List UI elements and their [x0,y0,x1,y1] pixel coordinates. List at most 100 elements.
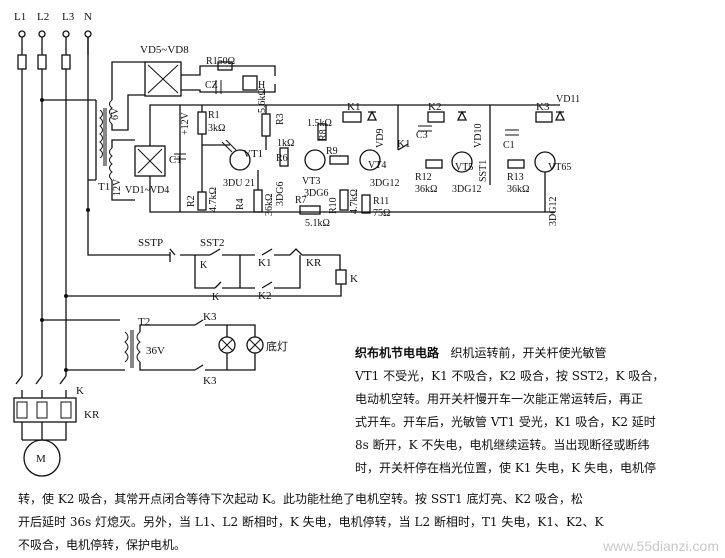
label-r4: R4 [235,198,246,210]
resistor-r12 [425,159,443,169]
label-h: H [258,80,265,91]
resistor-r6 [279,147,289,167]
resistor-150 [217,61,233,71]
label-r2-value: 4.7kΩ [208,187,219,212]
label-c3: C3 [416,130,428,141]
label-r7: R7 [295,195,307,206]
relay-coil-k2 [427,111,445,123]
label-r6: R6 [276,153,288,164]
label-k3: K3 [536,101,550,113]
label-vd9: VD9 [375,129,386,148]
label-vd1-vd4: VD1~VD4 [125,185,169,196]
label-r12: R12 [415,172,432,183]
description-line-3: 电动机空转。用开关杆慢开车一次能正常运转后，再正 [355,392,644,406]
resistor-r8 [317,123,327,141]
label-n: N [84,11,92,23]
label-r8: R8 [318,129,329,141]
resistor-r1 [197,111,207,135]
label-r11-value: 75Ω [373,208,390,219]
resistor-r4 [253,189,263,213]
lamp-circuit: T2 36V K3 底灯 K3 [40,311,288,387]
label-k2: K2 [428,101,441,113]
label-r7-value: 5.1kΩ [305,218,330,229]
label-r10: R10 [328,197,339,214]
label-r13: R13 [507,172,524,183]
label-12v: 12V [112,178,123,196]
label-r8-value: 1.5kΩ [307,118,332,129]
transistor-vt3 [304,149,326,171]
label-motor: M [36,453,46,465]
resistor-r3 [261,113,271,137]
fuse-l2 [37,54,47,70]
label-r10-value: 4.7kΩ [349,189,360,214]
label-l2: L2 [37,11,49,23]
watermark: www.55dianzi.com [603,538,719,554]
label-kr-contact: KR [306,257,322,269]
description-line-2: VT1 不受光，K1 不吸合，K2 吸合，按 SST2，K 吸合， [355,369,665,383]
label-k1: K1 [347,101,360,113]
label-3du21: 3DU 21 [223,178,255,189]
motor [23,439,61,477]
bridge-vd5-vd8 [144,61,182,97]
label-r1-value: 3kΩ [208,123,225,134]
label-t1: T1 [98,181,110,193]
description-line-7: 转，使 K2 吸合，其常开点闭合等待下次起动 K。此功能杜绝了电机空转。按 SS… [18,492,583,506]
description-line-6: 时，开关杆停在档光位置，使 K1 失电，K 失电，电机停 [355,461,657,475]
description-line-8: 开后延时 36s 灯熄灭。另外，当 L1、L2 断相时，K 失电，电机停转，当 … [18,515,604,529]
label-cz: CZ [205,80,218,91]
label-c1-b: C1 [503,140,515,151]
power-lines: L1 L2 L3 N [14,11,150,376]
label-kr-main: KR [84,409,100,421]
description-line-4: 式开车。开车后，光敏管 VT1 受光，K1 吸合，K2 延时 [355,415,656,429]
label-r4-value: 36kΩ [264,194,275,216]
description-line-9: 不吸合，电机停转，保护电机。 [18,538,187,552]
control-board: +12V C1 R1 3kΩ R2 4.7kΩ VT1 3DU 21 R4 36… [169,88,580,229]
label-sst1: SST1 [478,160,489,182]
label-k1-contact: K1 [397,138,410,150]
resistor-r13 [507,159,525,169]
label-36v: 36V [146,345,165,357]
label-r9: R9 [326,146,338,157]
label-3dg12-b: 3DG12 [452,184,481,195]
label-k-main: K [76,385,84,397]
label-r13-value: 36kΩ [507,184,529,195]
label-vt5: VT5 [455,162,473,173]
label-3dg12-c: 3DG12 [548,197,559,226]
resistor-r10 [339,189,349,211]
label-r2: R2 [186,195,197,207]
fuse-l1 [17,54,27,70]
phototransistor-vt1 [229,149,251,171]
label-r3-value: 5.6kΩ [257,88,268,113]
label-vt3: VT3 [302,176,320,187]
label-r11: R11 [373,196,389,207]
fuse-l3 [61,54,71,70]
label-r12-value: 36kΩ [415,184,437,195]
label-vd5-vd8: VD5~VD8 [140,44,189,56]
label-6v: 6V [110,107,121,120]
terminal-l3 [62,30,70,38]
resistor-r7 [299,205,321,215]
description-line-1: 织机运转前，开关杆使光敏管 [450,346,607,360]
label-r3: R3 [275,113,286,125]
relay-coil-k3 [535,111,553,123]
label-base-lamp: 底灯 [266,339,288,353]
description-title: 织布机节电电路 [355,346,440,360]
transistor-vt4 [359,149,381,171]
label-3dg6-a: 3DG6 [275,182,286,206]
label-vt1: VT1 [243,148,263,160]
label-vt4: VT4 [368,160,386,171]
label-k-contact-2: K [212,292,220,303]
description-bottom: 转，使 K2 吸合，其常开点闭合等待下次起动 K。此功能杜绝了电机空转。按 SS… [18,488,718,557]
terminal-l1 [18,30,26,38]
resistor-r11 [361,194,371,214]
label-k3-contact-2: K3 [203,375,217,387]
label-r1: R1 [208,110,220,121]
relay-coil-k1 [342,111,362,123]
motor-circuit: K KR M [13,375,100,477]
label-vd10: VD10 [473,124,484,148]
label-3dg12-a: 3DG12 [370,178,399,189]
label-sst2: SST2 [200,237,224,249]
label-vt6: VT65 [548,162,571,173]
label-3dg6-b: 3DG6 [304,188,328,199]
